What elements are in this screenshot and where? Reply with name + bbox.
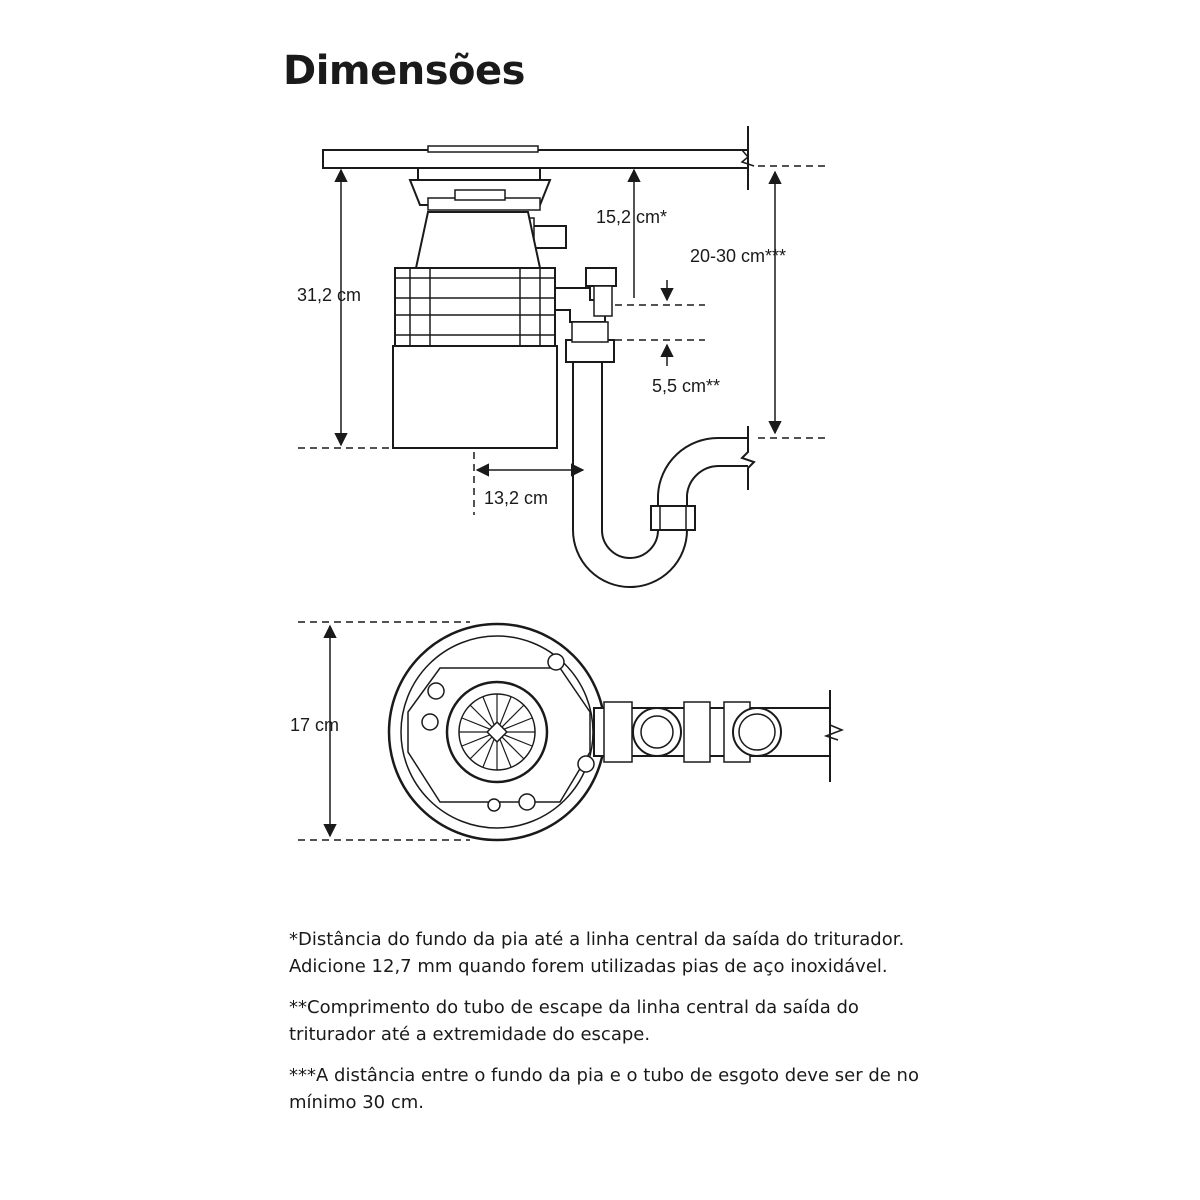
label-tailpipe: 5,5 cm** [652, 376, 720, 396]
top-view-dimensions [298, 621, 470, 841]
dimension-diagram: 15,2 cm* 20-30 cm*** 31,2 cm 5,5 cm** 13… [290, 126, 845, 842]
label-unit-height: 31,2 cm [297, 285, 361, 305]
side-view [322, 126, 756, 588]
motor-housing [392, 211, 558, 449]
footnotes: *Distância do fundo da pia até a linha c… [289, 926, 929, 1130]
top-view [387, 622, 845, 842]
label-outlet-offset: 13,2 cm [484, 488, 548, 508]
label-drain-height: 15,2 cm* [596, 207, 667, 227]
p-trap [572, 426, 756, 588]
footnote-2: **Comprimento do tubo de escape da linha… [289, 997, 859, 1045]
label-sink-to-drain: 20-30 cm*** [690, 246, 786, 266]
footnote-1: *Distância do fundo da pia até a linha c… [289, 929, 905, 977]
discharge-tube [554, 267, 617, 530]
footnote-3: ***A distância entre o fundo da pia e o … [289, 1065, 919, 1113]
trap-nut [650, 505, 696, 531]
page-title: Dimensões [283, 48, 525, 94]
side-view-dimensions [298, 165, 828, 515]
label-diameter: 17 cm [290, 715, 339, 735]
